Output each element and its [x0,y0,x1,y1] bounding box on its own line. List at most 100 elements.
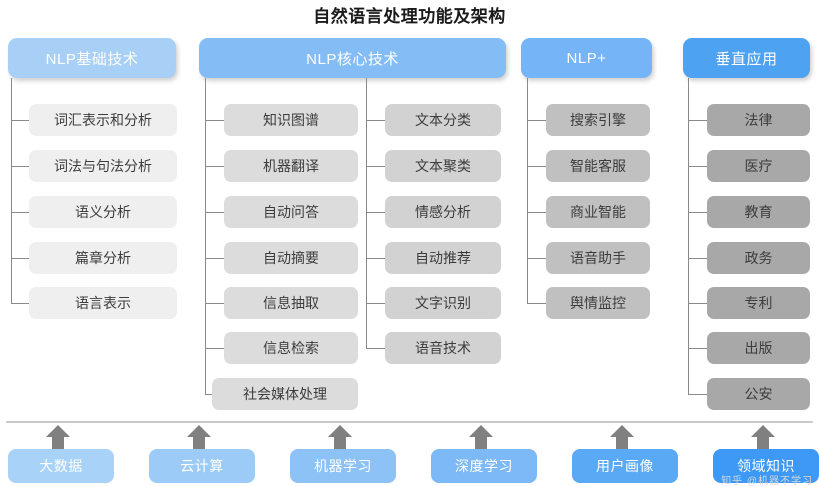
list-item[interactable]: 篇章分析 [29,242,177,274]
list-item-label: 社会媒体处理 [243,386,327,402]
list-item-label: 商业智能 [570,204,626,220]
foundation-item-label: 机器学习 [314,458,372,474]
list-item-label: 情感分析 [415,204,471,220]
connector-stub [11,166,30,167]
foundation-item-cloud-computing[interactable]: 云计算 [149,449,255,483]
list-item-label: 医疗 [744,158,773,174]
connector-stub [688,166,708,167]
foundation-item-label: 用户画像 [596,458,654,474]
list-item-label: 法律 [744,112,773,128]
list-item-label: 信息检索 [263,340,319,356]
connector-stub [11,303,30,304]
list-item[interactable]: 信息检索 [224,332,358,364]
foundation-item-label: 领域知识 [737,458,795,474]
list-item-label: 自动推荐 [415,250,471,266]
page-title: 自然语言处理功能及架构 [313,7,506,26]
list-item[interactable]: 搜索引擎 [546,104,650,136]
list-item-label: 词法与句法分析 [54,158,152,174]
column-header-label: 垂直应用 [715,50,778,68]
list-item[interactable]: 知识图谱 [224,104,358,136]
list-item[interactable]: 语言表示 [29,287,177,319]
connector-stub [11,212,30,213]
connector-stub [366,212,386,213]
column-header-label: NLP核心技术 [306,50,399,68]
foundation-item-domain-knowledge[interactable]: 领域知识 [713,449,819,483]
connector-stub [205,303,225,304]
list-item[interactable]: 专利 [707,287,810,319]
connector-trunk-col2 [205,78,206,395]
column-header-label: NLP基础技术 [45,50,139,68]
list-item[interactable]: 商业智能 [546,196,650,228]
connector-stub [366,303,386,304]
list-item[interactable]: 政务 [707,242,810,274]
column-header-label: NLP+ [566,49,607,67]
list-item-label: 文字识别 [415,295,471,311]
up-arrow-icon [45,424,71,450]
list-item[interactable]: 情感分析 [385,196,501,228]
list-item-label: 政务 [744,250,773,266]
list-item-label: 语义分析 [75,204,131,220]
connector-stub [688,258,708,259]
list-item-label: 文本聚类 [415,158,471,174]
list-item[interactable]: 自动问答 [224,196,358,228]
list-item-label: 自动摘要 [263,250,319,266]
list-item-label: 知识图谱 [263,112,319,128]
column-header-nlp-basic[interactable]: NLP基础技术 [8,38,176,78]
foundation-item-machine-learning[interactable]: 机器学习 [290,449,396,483]
connector-stub [205,166,225,167]
column-header-vertical-apps[interactable]: 垂直应用 [683,38,810,78]
connector-stub [11,258,30,259]
list-item[interactable]: 出版 [707,332,810,364]
list-item[interactable]: 信息抽取 [224,287,358,319]
list-item[interactable]: 机器翻译 [224,150,358,182]
foundation-item-label: 深度学习 [455,458,513,474]
foundation-item-user-profile[interactable]: 用户画像 [572,449,678,483]
list-item-label: 语音助手 [570,250,626,266]
list-item[interactable]: 社会媒体处理 [212,378,358,410]
list-item[interactable]: 词法与句法分析 [29,150,177,182]
connector-stub [688,348,708,349]
list-item[interactable]: 公安 [707,378,810,410]
list-item[interactable]: 文本分类 [385,104,501,136]
up-arrow-icon [609,424,635,450]
foundation-item-label: 大数据 [39,458,83,474]
list-item[interactable]: 教育 [707,196,810,228]
list-item[interactable]: 语音助手 [546,242,650,274]
connector-stub [527,303,547,304]
column-header-nlp-plus[interactable]: NLP+ [521,38,652,78]
list-item-label: 机器翻译 [263,158,319,174]
connector-stub [688,120,708,121]
list-item-label: 篇章分析 [75,250,131,266]
connector-trunk-col3 [366,78,367,349]
list-item-label: 舆情监控 [570,295,626,311]
foundation-item-deep-learning[interactable]: 深度学习 [431,449,537,483]
list-item[interactable]: 词汇表示和分析 [29,104,177,136]
connector-stub [688,303,708,304]
connector-stub [527,212,547,213]
list-item-label: 搜索引擎 [570,112,626,128]
connector-stub [11,120,30,121]
connector-stub [688,212,708,213]
foundation-item-big-data[interactable]: 大数据 [8,449,114,483]
list-item[interactable]: 医疗 [707,150,810,182]
connector-stub [205,348,225,349]
list-item[interactable]: 法律 [707,104,810,136]
list-item[interactable]: 自动摘要 [224,242,358,274]
list-item[interactable]: 语义分析 [29,196,177,228]
list-item[interactable]: 文字识别 [385,287,501,319]
list-item-label: 教育 [744,204,773,220]
connector-stub [366,258,386,259]
list-item-label: 自动问答 [263,204,319,220]
connector-stub [688,394,708,395]
connector-stub [527,258,547,259]
connector-stub [527,166,547,167]
list-item[interactable]: 文本聚类 [385,150,501,182]
up-arrow-icon [750,424,776,450]
list-item[interactable]: 舆情监控 [546,287,650,319]
list-item[interactable]: 语音技术 [385,332,501,364]
column-header-nlp-core[interactable]: NLP核心技术 [199,38,506,78]
list-item[interactable]: 自动推荐 [385,242,501,274]
list-item-label: 文本分类 [415,112,471,128]
list-item[interactable]: 智能客服 [546,150,650,182]
connector-trunk-col1 [11,78,12,304]
